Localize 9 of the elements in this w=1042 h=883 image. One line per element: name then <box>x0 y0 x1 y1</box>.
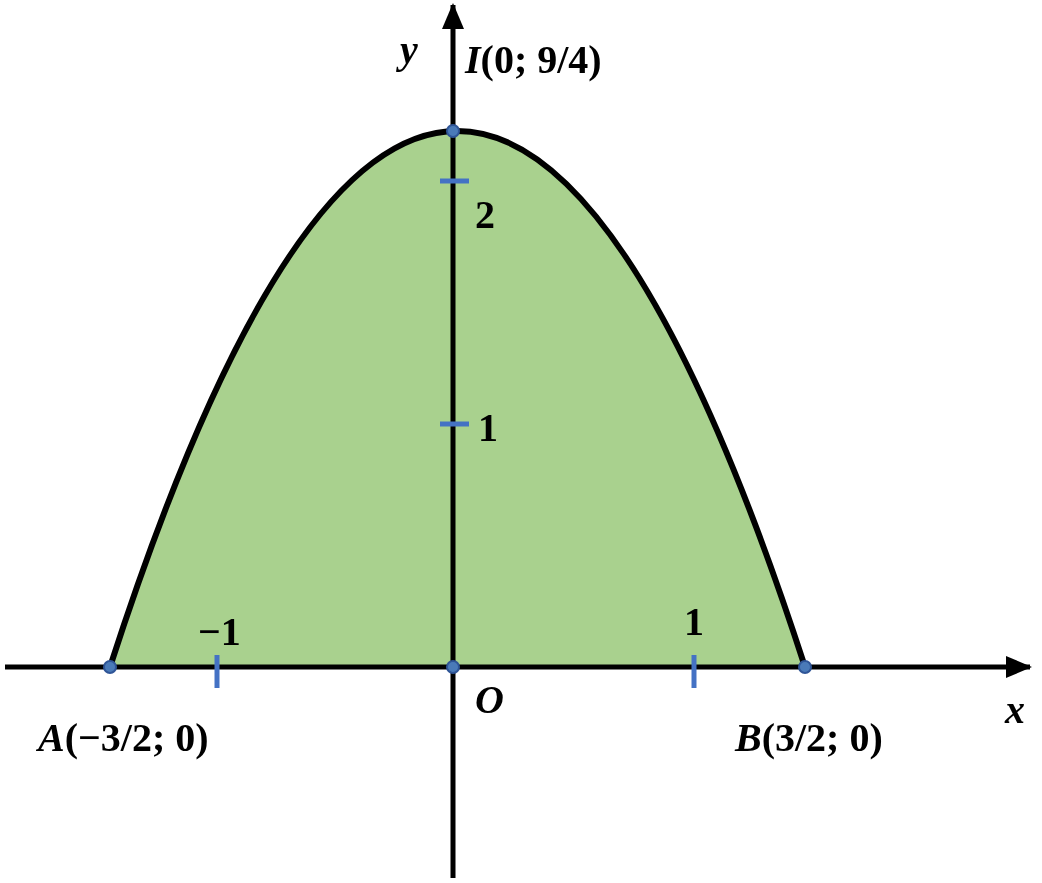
tick-label: −1 <box>198 612 241 652</box>
axis-label: x <box>1005 690 1025 730</box>
point-label: A(−3/2; 0) <box>38 718 209 758</box>
point-label: B(3/2; 0) <box>735 718 883 758</box>
tick-label: 2 <box>475 195 495 235</box>
point-label: O <box>475 680 504 720</box>
point-label: I(0; 9/4) <box>465 40 602 80</box>
tick-label: 1 <box>684 602 704 642</box>
tick-label: 1 <box>478 408 498 448</box>
